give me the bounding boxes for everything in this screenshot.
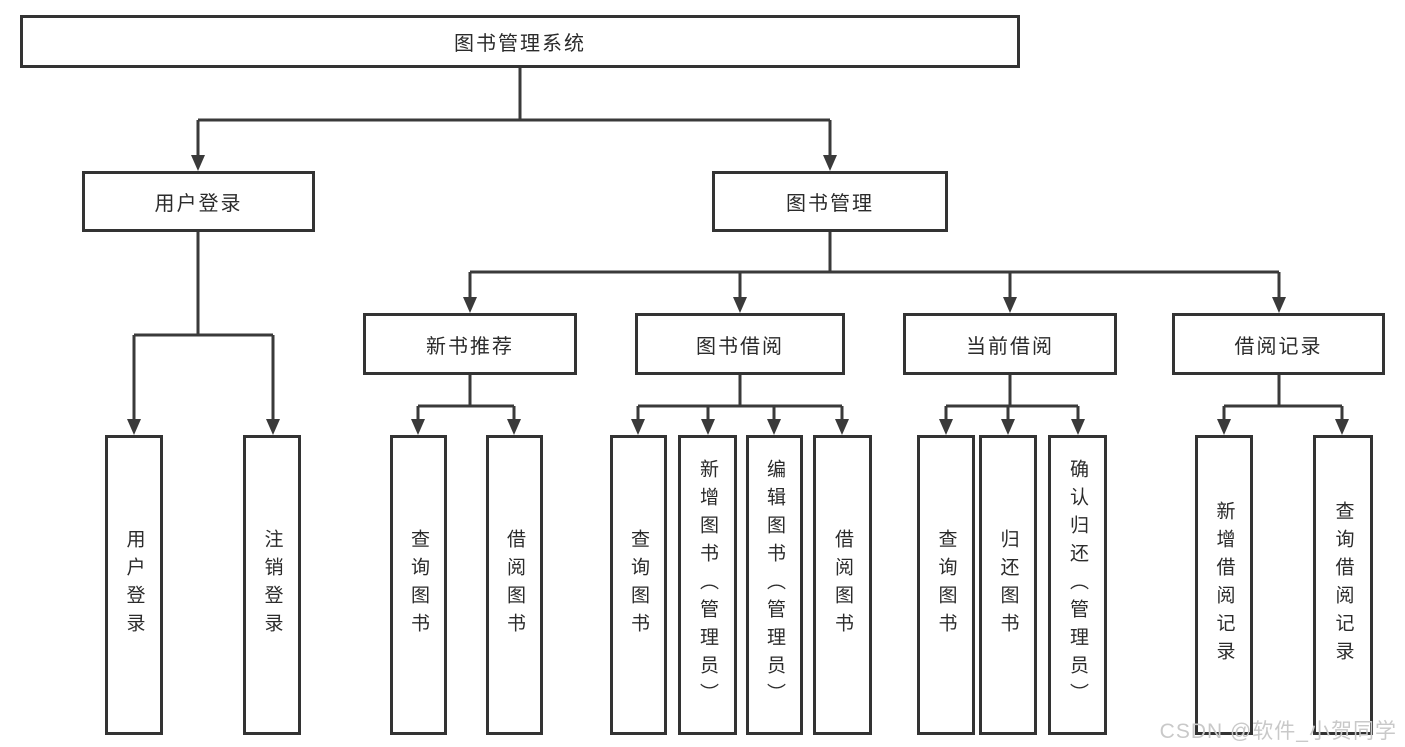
leaf-logout: 注销登录 [243,435,301,735]
leaf-borrow-books: 借阅图书 [813,435,872,735]
node-label: 查询图书 [935,529,957,641]
leaf-add-books-admin: 新增图书（管理员） [678,435,737,735]
node-label: 查询图书 [628,529,649,641]
node-label: 图书管理 [786,193,874,215]
leaf-query-books: 查询图书 [390,435,447,735]
node-label: 新增借阅记录 [1213,501,1235,669]
leaf-add-borrow-record: 新增借阅记录 [1195,435,1253,735]
node-user-login: 用户登录 [82,171,315,232]
node-borrow-record: 借阅记录 [1172,313,1385,375]
leaf-query-borrow-record: 查询借阅记录 [1313,435,1373,735]
node-label: 查询借阅记录 [1332,501,1354,669]
node-current-borrow: 当前借阅 [903,313,1117,375]
node-label: 归还图书 [997,529,1019,641]
node-label: 图书管理系统 [454,33,586,55]
node-label: 新书推荐 [426,335,514,358]
leaf-query-books: 查询图书 [917,435,975,735]
node-label: 借阅图书 [504,529,525,641]
leaf-borrow-books: 借阅图书 [486,435,543,735]
node-label: 用户登录 [154,193,243,215]
leaf-user-login: 用户登录 [105,435,163,735]
node-label: 图书借阅 [696,335,784,358]
node-new-book-recommend: 新书推荐 [363,313,577,375]
node-label: 借阅图书 [832,529,853,641]
leaf-return-books: 归还图书 [979,435,1037,735]
node-book-borrow: 图书借阅 [635,313,845,375]
node-label: 新增图书（管理员） [697,459,718,711]
node-label: 用户登录 [123,529,145,641]
csdn-watermark: CSDN @软件_小贺同学 [1159,720,1397,743]
leaf-confirm-return-admin: 确认归还（管理员） [1048,435,1107,735]
node-label: 确认归还（管理员） [1067,459,1088,711]
node-label: 注销登录 [261,529,283,641]
node-book-management: 图书管理 [712,171,948,232]
node-label: 查询图书 [408,529,429,641]
node-label: 当前借阅 [966,335,1054,358]
leaf-edit-books-admin: 编辑图书（管理员） [746,435,803,735]
node-library-management-system: 图书管理系统 [20,15,1020,68]
leaf-query-books: 查询图书 [610,435,667,735]
node-label: 借阅记录 [1234,335,1323,358]
node-label: 编辑图书（管理员） [764,459,785,711]
